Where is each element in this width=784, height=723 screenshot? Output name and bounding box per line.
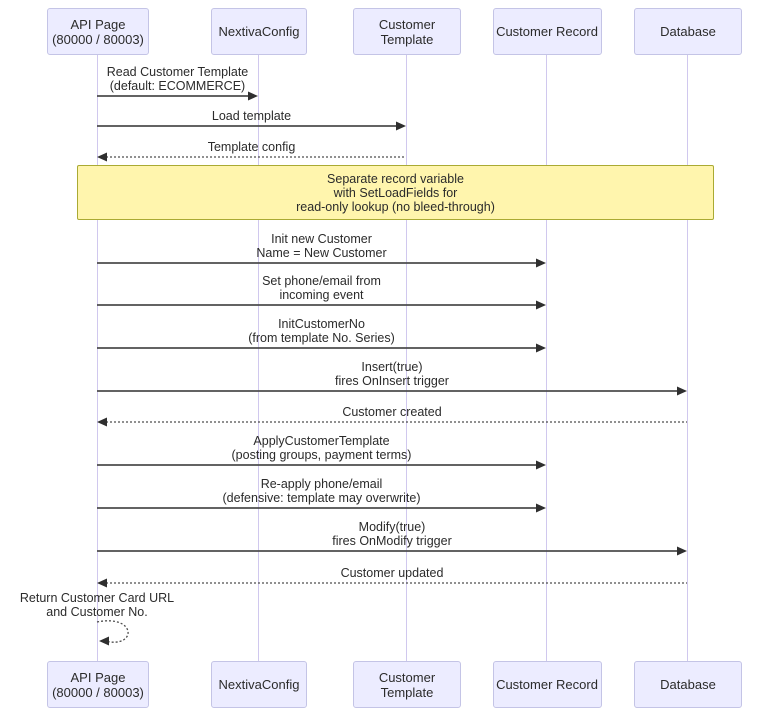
message-label-1: Load template [211,109,292,123]
actor-template-bottom: Customer Template [353,661,461,708]
message-label-12: Return Customer Card URL and Customer No… [19,591,175,619]
message-arrowhead-3 [536,258,546,268]
actor-template-top: Customer Template [353,8,461,55]
message-arrowhead-1 [396,121,406,131]
actor-api-bottom: API Page (80000 / 80003) [47,661,149,708]
message-arrowhead-8 [536,460,546,470]
lifeline-template [406,52,407,661]
lifeline-nextiva [258,52,259,661]
message-label-11: Customer updated [340,566,444,580]
lifeline-record [546,52,547,661]
note-separate-record-variable: Separate record variable with SetLoadFie… [77,165,714,220]
lifeline-api [97,52,98,661]
message-arrowhead-5 [536,343,546,353]
message-label-7: Customer created [342,405,442,419]
actor-database-bottom: Database [634,661,742,708]
message-arrowhead-7 [97,417,107,427]
message-arrowhead-10 [677,546,687,556]
message-label-4: Set phone/email from incoming event [262,274,381,302]
actor-nextiva-bottom: NextivaConfig [211,661,307,708]
message-label-2: Template config [207,140,296,154]
actor-database-top: Database [634,8,742,55]
lifeline-database [687,52,688,661]
message-label-9: Re-apply phone/email (defensive: templat… [222,477,421,505]
message-label-3: Init new Customer Name = New Customer [256,232,387,260]
message-label-5: InitCustomerNo (from template No. Series… [248,317,395,345]
self-message-line-12 [96,620,129,643]
actor-record-bottom: Customer Record [492,661,602,708]
message-arrowhead-11 [97,578,107,588]
message-arrowhead-4 [536,300,546,310]
message-arrowhead-0 [248,91,258,101]
message-label-0: Read Customer Template (default: ECOMMER… [106,65,249,93]
message-arrowhead-2 [97,152,107,162]
message-label-6: Insert(true) fires OnInsert trigger [335,360,449,388]
actor-nextiva-top: NextivaConfig [211,8,307,55]
self-message-arrowhead-12 [99,636,109,646]
message-label-8: ApplyCustomerTemplate (posting groups, p… [231,434,412,462]
actor-record-top: Customer Record [492,8,602,55]
message-arrowhead-9 [536,503,546,513]
actor-api-top: API Page (80000 / 80003) [47,8,149,55]
message-label-10: Modify(true) fires OnModify trigger [332,520,452,548]
message-arrowhead-6 [677,386,687,396]
